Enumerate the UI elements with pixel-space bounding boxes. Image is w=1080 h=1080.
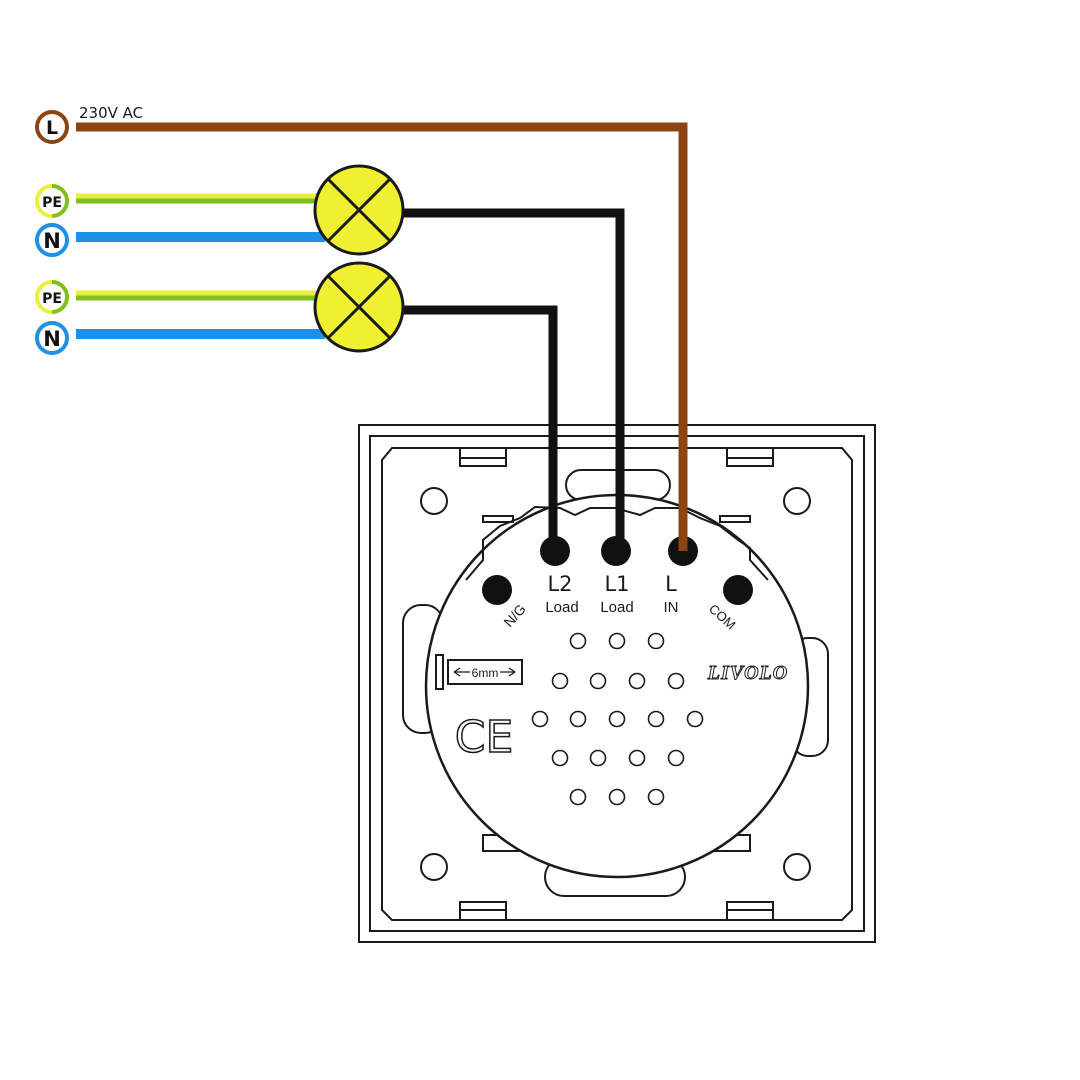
terminal-badge-n-1-label: N	[43, 229, 61, 253]
earth-wire-1	[76, 193, 325, 204]
vent-dot	[647, 632, 665, 650]
vent-dot	[667, 749, 685, 767]
vent-dot	[608, 788, 626, 806]
ce-mark: CE	[455, 712, 514, 763]
terminal-badge-n-2-label: N	[43, 327, 61, 351]
plate-mounting-frame	[381, 447, 853, 921]
vent-dot	[628, 672, 646, 690]
terminal-badge-n-2: N	[35, 321, 69, 355]
earth-wire-2	[76, 290, 325, 301]
screw-holes	[420, 487, 811, 881]
terminal-L1-sub: Load	[600, 599, 633, 616]
brand-logo: LIVOLO	[707, 662, 788, 684]
load-wire-L1	[403, 208, 625, 551]
vent-dot	[647, 710, 665, 728]
vent-dot	[551, 672, 569, 690]
vent-dot	[667, 672, 685, 690]
vent-dot	[647, 788, 665, 806]
lamp-2	[313, 261, 405, 353]
terminal-badge-L: L	[35, 110, 69, 144]
terminal-L-name: L	[665, 572, 677, 596]
terminal-L1-name: L1	[604, 572, 629, 596]
vent-dot	[686, 710, 704, 728]
terminal-badge-pe-2-label: PE	[42, 291, 62, 307]
terminal-badge-pe-2: PE	[35, 280, 70, 314]
terminal-L2-sub: Load	[545, 599, 578, 616]
vent-dot	[569, 710, 587, 728]
terminal-badge-pe-1-label: PE	[42, 195, 62, 211]
terminal-COM: COM	[706, 575, 753, 633]
vent-dot	[608, 632, 626, 650]
vent-dot	[531, 710, 549, 728]
live-supply-wire	[76, 122, 688, 551]
terminal-badge-L-label: L	[46, 117, 58, 139]
supply-voltage-label: 230V AC	[79, 104, 143, 122]
strip-length-label: 6mm	[472, 666, 499, 680]
vent-dot	[589, 749, 607, 767]
strip-length-gauge: 6mm	[435, 654, 523, 690]
vent-dot	[608, 710, 626, 728]
load-wire-L2	[403, 305, 558, 551]
vent-dot	[569, 632, 587, 650]
vent-dot	[589, 672, 607, 690]
wires	[76, 122, 688, 551]
vent-dot	[551, 749, 569, 767]
vent-dot	[628, 749, 646, 767]
vent-dot	[569, 788, 587, 806]
lamp-1	[313, 164, 405, 256]
vent-dots	[531, 632, 704, 806]
terminal-L2-name: L2	[547, 572, 572, 596]
terminal-housing-outline	[465, 505, 769, 581]
double-arrow-icon	[453, 667, 516, 677]
terminal-L-sub: IN	[664, 599, 679, 616]
terminal-badge-n-1: N	[35, 223, 69, 257]
terminal-badge-pe-1: PE	[35, 184, 70, 218]
